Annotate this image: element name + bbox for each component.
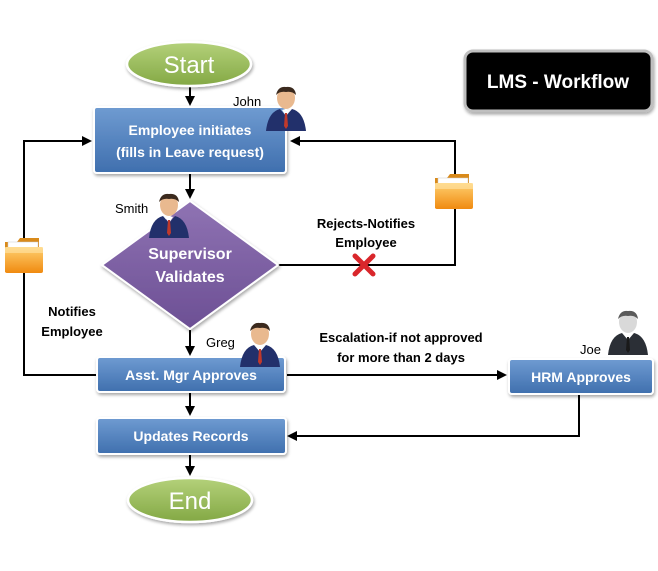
person-name-joe: Joe <box>580 342 601 357</box>
arrow-hrm-to-updates <box>287 394 580 441</box>
businessman-icon <box>240 322 280 367</box>
person-name-smith: Smith <box>115 201 148 216</box>
person-name-greg: Greg <box>206 335 235 350</box>
escalation-label-line2: for more than 2 days <box>337 350 465 365</box>
employee-label-line1: Employee initiates <box>129 122 252 138</box>
supervisor-label-line1: Supervisor <box>148 246 232 263</box>
title-box: LMS - Workflow <box>463 49 654 113</box>
notifies-label-line1: Notifies <box>48 304 96 319</box>
updates-label: Updates Records <box>133 428 248 444</box>
title-text: LMS - Workflow <box>487 72 629 93</box>
asst-mgr-label: Asst. Mgr Approves <box>125 367 257 383</box>
businessman-icon <box>608 310 648 355</box>
folder-icon <box>434 173 474 210</box>
person-name-john: John <box>233 94 261 109</box>
hrm-label: HRM Approves <box>531 369 631 385</box>
updates-records-node: Updates Records <box>96 417 287 455</box>
rejects-label-line2: Employee <box>335 235 396 250</box>
supervisor-label-line2: Validates <box>155 269 224 286</box>
end-node: End <box>126 476 254 524</box>
rejects-label-line1: Rejects-Notifies <box>317 216 415 231</box>
red-x-icon <box>352 253 376 277</box>
start-node: Start <box>125 40 253 88</box>
supervisor-decision-node: Supervisor Validates <box>100 199 280 331</box>
end-label: End <box>169 488 212 515</box>
folder-icon <box>4 237 44 274</box>
escalation-label-line1: Escalation-if not approved <box>319 330 482 345</box>
asst-mgr-node: Asst. Mgr Approves <box>96 356 286 393</box>
employee-node: Employee initiates (fills in Leave reque… <box>93 106 287 174</box>
notifies-label-line2: Employee <box>41 324 102 339</box>
employee-label-line2: (fills in Leave request) <box>116 144 264 160</box>
hrm-node: HRM Approves <box>508 358 654 395</box>
start-label: Start <box>164 52 215 79</box>
